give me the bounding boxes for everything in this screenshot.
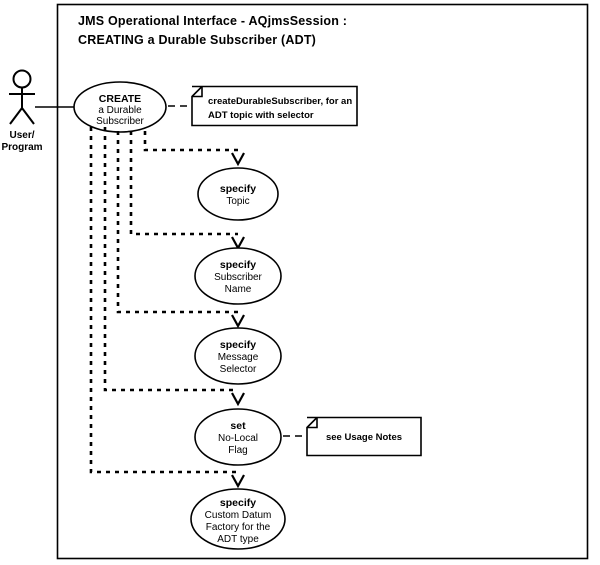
- actor-label-line2: Program: [1, 142, 42, 153]
- include-connectors: [89, 127, 238, 474]
- note-create-line2: ADT topic with selector: [208, 110, 314, 121]
- use-case-subscriber-line1: specify: [220, 259, 256, 271]
- arrowhead-set-no-local-flag: [231, 392, 245, 407]
- use-case-nolocal-line1: set: [230, 420, 246, 432]
- use-case-datum-line1: specify: [220, 497, 256, 509]
- use-case-selector-line1: specify: [220, 339, 256, 351]
- use-case-topic-line1: specify: [220, 183, 256, 195]
- connector-to-specify-message-selector: [116, 131, 238, 314]
- use-case-nolocal-line3: Flag: [228, 445, 247, 456]
- use-case-datum-line4: ADT type: [217, 534, 259, 545]
- arrowhead-specify-message-selector: [231, 314, 245, 329]
- use-case-selector-line2: Message: [218, 352, 259, 363]
- use-case-subscriber-line3: Name: [225, 284, 252, 295]
- actor-label-line1: User/: [9, 130, 34, 141]
- use-case-nolocal-line2: No-Local: [218, 433, 258, 444]
- connector-to-set-no-local-flag: [103, 127, 238, 392]
- actor-stick-figure-icon: [9, 69, 35, 125]
- diagram-title-line2: CREATING a Durable Subscriber (ADT): [78, 33, 316, 47]
- use-case-specify-topic[interactable]: specify Topic: [197, 167, 279, 221]
- connector-to-specify-topic: [143, 131, 238, 152]
- use-case-datum-line2: Custom Datum: [205, 510, 272, 521]
- arrowhead-specify-topic: [231, 152, 245, 167]
- diagram-title-line1: JMS Operational Interface - AQjmsSession…: [78, 14, 347, 28]
- use-case-datum-line3: Factory for the: [206, 522, 271, 533]
- connector-to-specify-subscriber-name: [129, 131, 238, 236]
- use-case-specify-subscriber-name[interactable]: specify Subscriber Name: [194, 247, 282, 305]
- note-create-line1: createDurableSubscriber, for an: [208, 96, 352, 107]
- use-case-set-no-local-flag[interactable]: set No-Local Flag: [194, 408, 282, 466]
- use-case-create-line1: CREATE: [99, 93, 141, 105]
- use-case-specify-message-selector[interactable]: specify Message Selector: [194, 327, 282, 385]
- use-case-subscriber-line2: Subscriber: [214, 272, 262, 283]
- use-case-specify-custom-datum-factory[interactable]: specify Custom Datum Factory for the ADT…: [190, 488, 286, 550]
- note-usage: see Usage Notes: [306, 416, 422, 457]
- note-usage-line1: see Usage Notes: [326, 432, 402, 443]
- use-case-selector-line3: Selector: [220, 364, 257, 375]
- use-case-create-durable-subscriber[interactable]: CREATE a Durable Subscriber: [73, 81, 167, 133]
- arrowhead-specify-custom-datum-factory: [231, 474, 245, 489]
- use-case-create-line2: a Durable: [98, 105, 142, 116]
- use-case-create-line3: Subscriber: [96, 116, 144, 127]
- use-case-topic-line2: Topic: [226, 196, 249, 207]
- connector-to-specify-custom-datum-factory: [89, 127, 238, 474]
- note-create-durable-subscriber: createDurableSubscriber, for an ADT topi…: [191, 85, 358, 127]
